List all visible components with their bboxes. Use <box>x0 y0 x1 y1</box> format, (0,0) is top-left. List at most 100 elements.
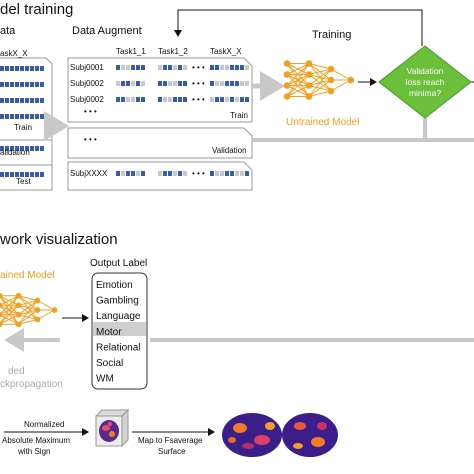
network-node <box>347 76 355 84</box>
validation-label-left: alidation <box>0 148 30 157</box>
network-node <box>327 76 335 84</box>
data-cell <box>20 146 24 151</box>
data-cell <box>178 171 182 176</box>
network-edge <box>286 63 310 97</box>
network-node <box>305 82 313 89</box>
data-cell <box>163 81 167 86</box>
network-edge <box>308 63 332 70</box>
data-cell <box>116 81 120 86</box>
data-cell <box>235 97 239 102</box>
data-cell <box>30 82 34 87</box>
network-node <box>15 311 22 318</box>
test-strip-task1 <box>116 171 145 176</box>
left-data-panel: Train alidation Test <box>0 57 53 191</box>
data-cell <box>183 171 187 176</box>
row-dots: • • • <box>192 95 205 104</box>
network-node <box>0 321 3 328</box>
data-cell <box>10 98 14 103</box>
row-dots: • • • <box>192 63 205 72</box>
data-cell <box>158 65 162 70</box>
data-cell <box>116 171 120 176</box>
data-cell <box>126 171 130 176</box>
data-cell <box>163 171 167 176</box>
untrained-network-icon <box>283 60 355 100</box>
data-cell <box>35 172 39 177</box>
data-cell <box>35 66 39 71</box>
network-node <box>34 316 41 323</box>
data-cell <box>173 171 177 176</box>
output-label-motor: Motor <box>96 327 122 338</box>
data-cell <box>183 97 187 102</box>
data-cell <box>25 114 29 119</box>
augment-strip-task2 <box>158 65 187 70</box>
augment-cell-rows: • • • • • • • • • <box>116 63 249 104</box>
data-cell <box>25 66 29 71</box>
data-cell <box>220 65 224 70</box>
data-header: ata <box>0 25 16 37</box>
subject-row-3: Subj0002 <box>70 95 104 104</box>
data-cell <box>141 171 145 176</box>
data-cell <box>158 171 162 176</box>
train-label-left: Train <box>14 123 32 132</box>
subject-row-1: Subj0001 <box>70 63 104 72</box>
data-cell <box>25 82 29 87</box>
data-cell <box>131 97 135 102</box>
subject-last: SubjXXXX <box>70 169 108 178</box>
output-label-relational: Relational <box>96 342 140 353</box>
data-cell <box>131 171 135 176</box>
network-edge <box>0 304 19 325</box>
data-cell <box>210 81 214 86</box>
data-cell <box>245 171 249 176</box>
data-cell <box>15 146 19 151</box>
network-node <box>34 307 41 313</box>
data-cell <box>245 81 249 86</box>
decision-diamond <box>378 45 472 119</box>
data-cell <box>245 65 249 70</box>
data-cell <box>173 65 177 70</box>
data-cell <box>15 114 19 119</box>
map-text-2: Surface <box>158 447 186 456</box>
decision-text-1: Validation <box>407 66 444 76</box>
data-cell <box>40 114 44 119</box>
left-cell-rows <box>0 66 44 177</box>
data-cell <box>30 98 34 103</box>
network-node <box>0 302 3 309</box>
network-edge <box>286 63 310 75</box>
data-cell <box>5 146 9 151</box>
data-cell <box>225 81 229 86</box>
data-cell <box>5 98 9 103</box>
data-cell <box>215 65 219 70</box>
output-label-gambling: Gambling <box>96 296 139 307</box>
data-cell <box>30 114 34 119</box>
network-node <box>0 292 3 299</box>
data-cell <box>168 97 172 102</box>
network-node <box>34 297 41 304</box>
test-strip-task2 <box>158 171 187 176</box>
network-edge <box>330 79 352 92</box>
network-node <box>327 87 335 95</box>
data-cell <box>178 97 182 102</box>
ellipsis-validation: • • • <box>84 135 97 144</box>
guided-text-2: ckpropagation <box>0 379 63 390</box>
network-node <box>15 321 22 328</box>
data-cell <box>5 82 9 87</box>
data-cell <box>141 97 145 102</box>
data-cell <box>0 114 4 119</box>
abs-max-text-1: Absolute Maximum <box>2 436 70 445</box>
volume-thumbnail <box>94 408 130 448</box>
network-edge <box>308 90 332 97</box>
data-cell <box>35 98 39 103</box>
data-cell <box>126 65 130 70</box>
data-cell <box>215 171 219 176</box>
train-label: Train <box>230 111 248 120</box>
data-cell <box>210 171 214 176</box>
data-cell <box>210 65 214 70</box>
left-cell-strip <box>0 98 44 103</box>
left-cell-strip <box>0 82 44 87</box>
network-edge <box>286 74 310 97</box>
data-cell <box>225 97 229 102</box>
augment-strip-task1 <box>116 65 145 70</box>
row-dots: • • • <box>192 79 205 88</box>
data-cell <box>235 171 239 176</box>
